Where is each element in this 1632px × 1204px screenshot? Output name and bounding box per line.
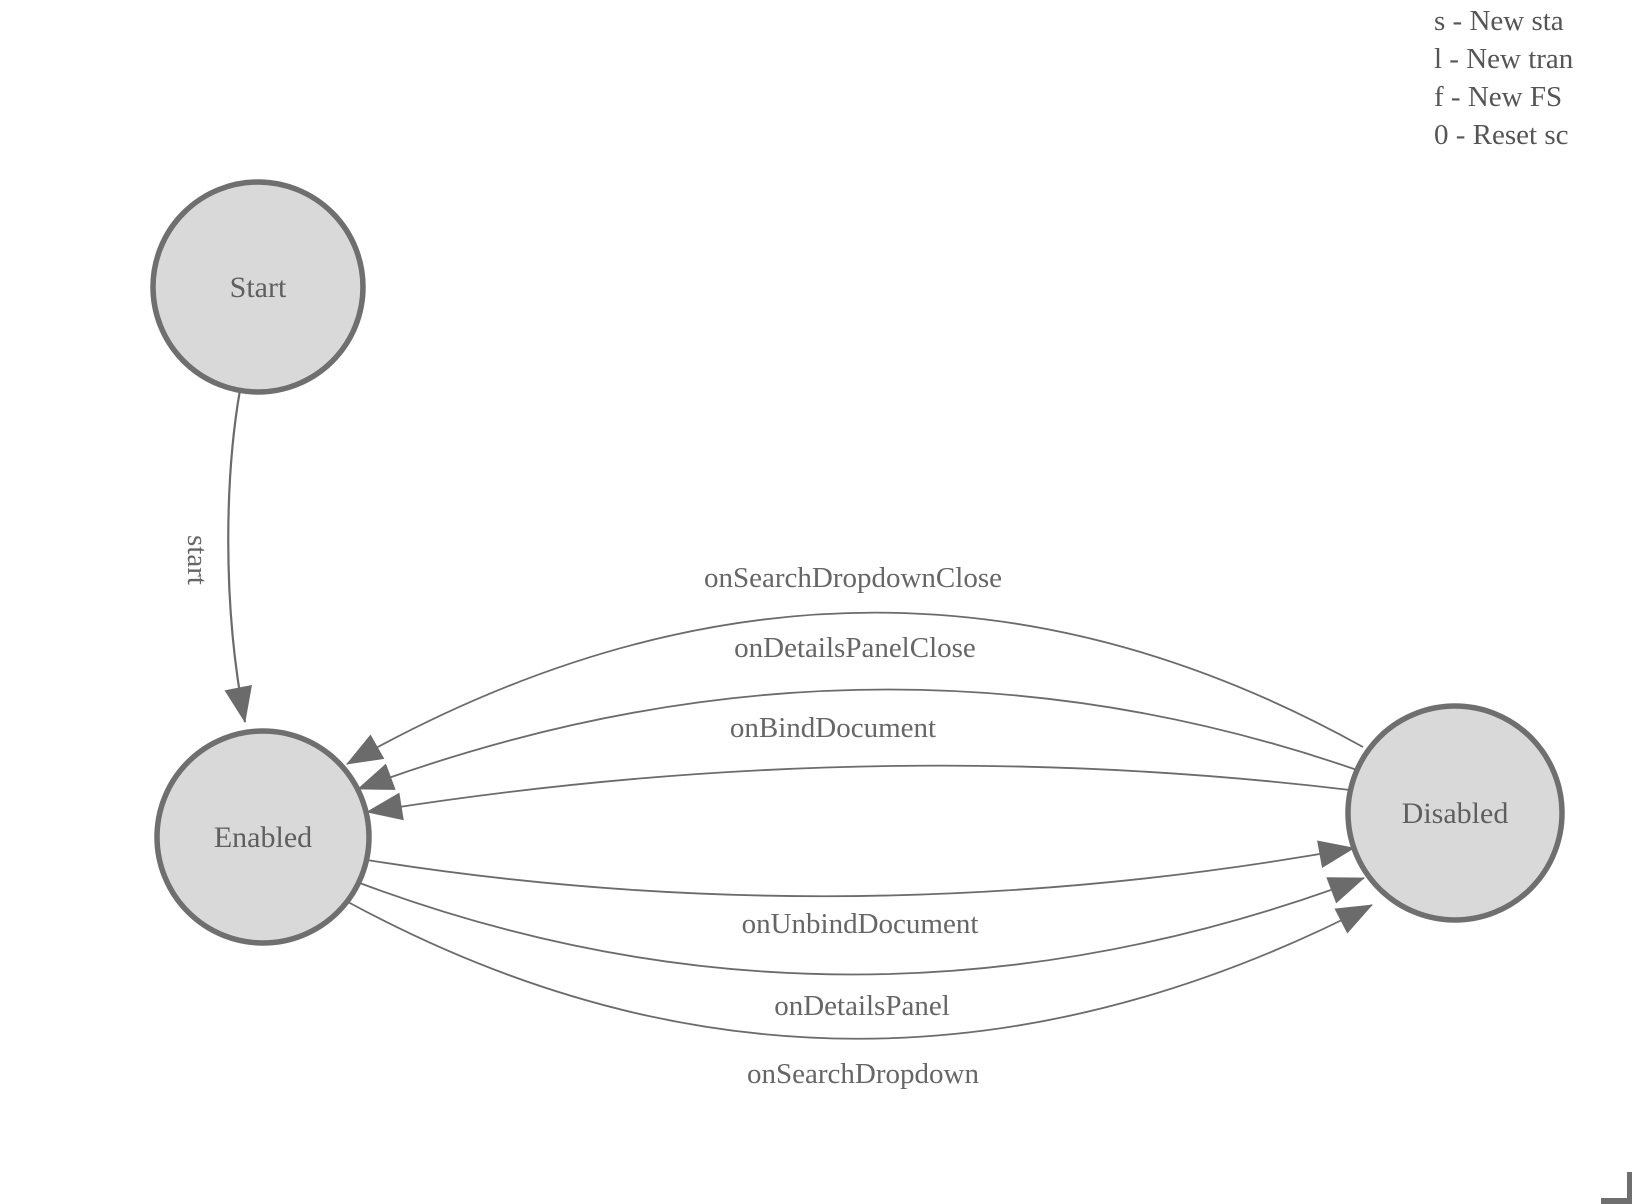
transition-onSearchDropdownClose: onSearchDropdownClose	[346, 562, 1364, 765]
edge-label-onDetailsPanel: onDetailsPanel	[774, 990, 950, 1022]
edge-label-start: start	[181, 535, 213, 585]
edge-onUnbindDocument[interactable]	[366, 840, 1355, 898]
edge-onDetailsPanel[interactable]	[356, 877, 1365, 976]
legend-line: s - New sta	[1434, 5, 1564, 37]
state-disabled-circle[interactable]	[1345, 703, 1565, 923]
state-start-circle[interactable]	[150, 179, 366, 395]
offscreen-element-corner	[1601, 1172, 1632, 1204]
state-enabled[interactable]: Enabled	[154, 728, 372, 946]
state-disabled[interactable]: Disabled	[1345, 703, 1565, 923]
transition-onUnbindDocument: onUnbindDocument	[366, 840, 1355, 940]
transition-onDetailsPanel: onDetailsPanel	[356, 877, 1365, 1022]
state-start[interactable]: Start	[150, 179, 366, 395]
edge-onDetailsPanelClose[interactable]	[357, 688, 1358, 790]
edge-onSearchDropdownClose[interactable]	[346, 611, 1364, 765]
shortcut-legend: s - New sta l - New tran f - New FS 0 - …	[1434, 2, 1632, 154]
edge-label-onSearchDropdownClose: onSearchDropdownClose	[704, 562, 1002, 594]
legend-line: f - New FS	[1434, 81, 1563, 113]
edge-onBindDocument[interactable]	[366, 764, 1351, 821]
edge-label-onBindDocument: onBindDocument	[730, 712, 936, 744]
offscreen-corner-vertical-bar	[1627, 1172, 1632, 1204]
edge-start[interactable]	[224, 389, 252, 723]
edge-label-onUnbindDocument: onUnbindDocument	[742, 908, 979, 940]
state-disabled-label: Disabled	[1402, 797, 1509, 830]
transition-onSearchDropdown: onSearchDropdown	[347, 901, 1373, 1090]
transition-onDetailsPanelClose: onDetailsPanelClose	[357, 632, 1358, 790]
state-start-label: Start	[230, 271, 287, 304]
state-enabled-circle[interactable]	[154, 728, 372, 946]
state-enabled-label: Enabled	[214, 821, 312, 854]
legend-line: 0 - Reset sc	[1434, 119, 1569, 151]
transition-start-to-enabled: start	[181, 389, 252, 723]
edge-label-onSearchDropdown: onSearchDropdown	[747, 1058, 979, 1090]
edge-onSearchDropdown[interactable]	[347, 901, 1373, 1040]
legend-line: l - New tran	[1434, 43, 1574, 75]
transition-onBindDocument: onBindDocument	[366, 712, 1351, 821]
offscreen-corner-horizontal-bar	[1601, 1198, 1632, 1204]
edge-label-onDetailsPanelClose: onDetailsPanelClose	[734, 632, 976, 664]
